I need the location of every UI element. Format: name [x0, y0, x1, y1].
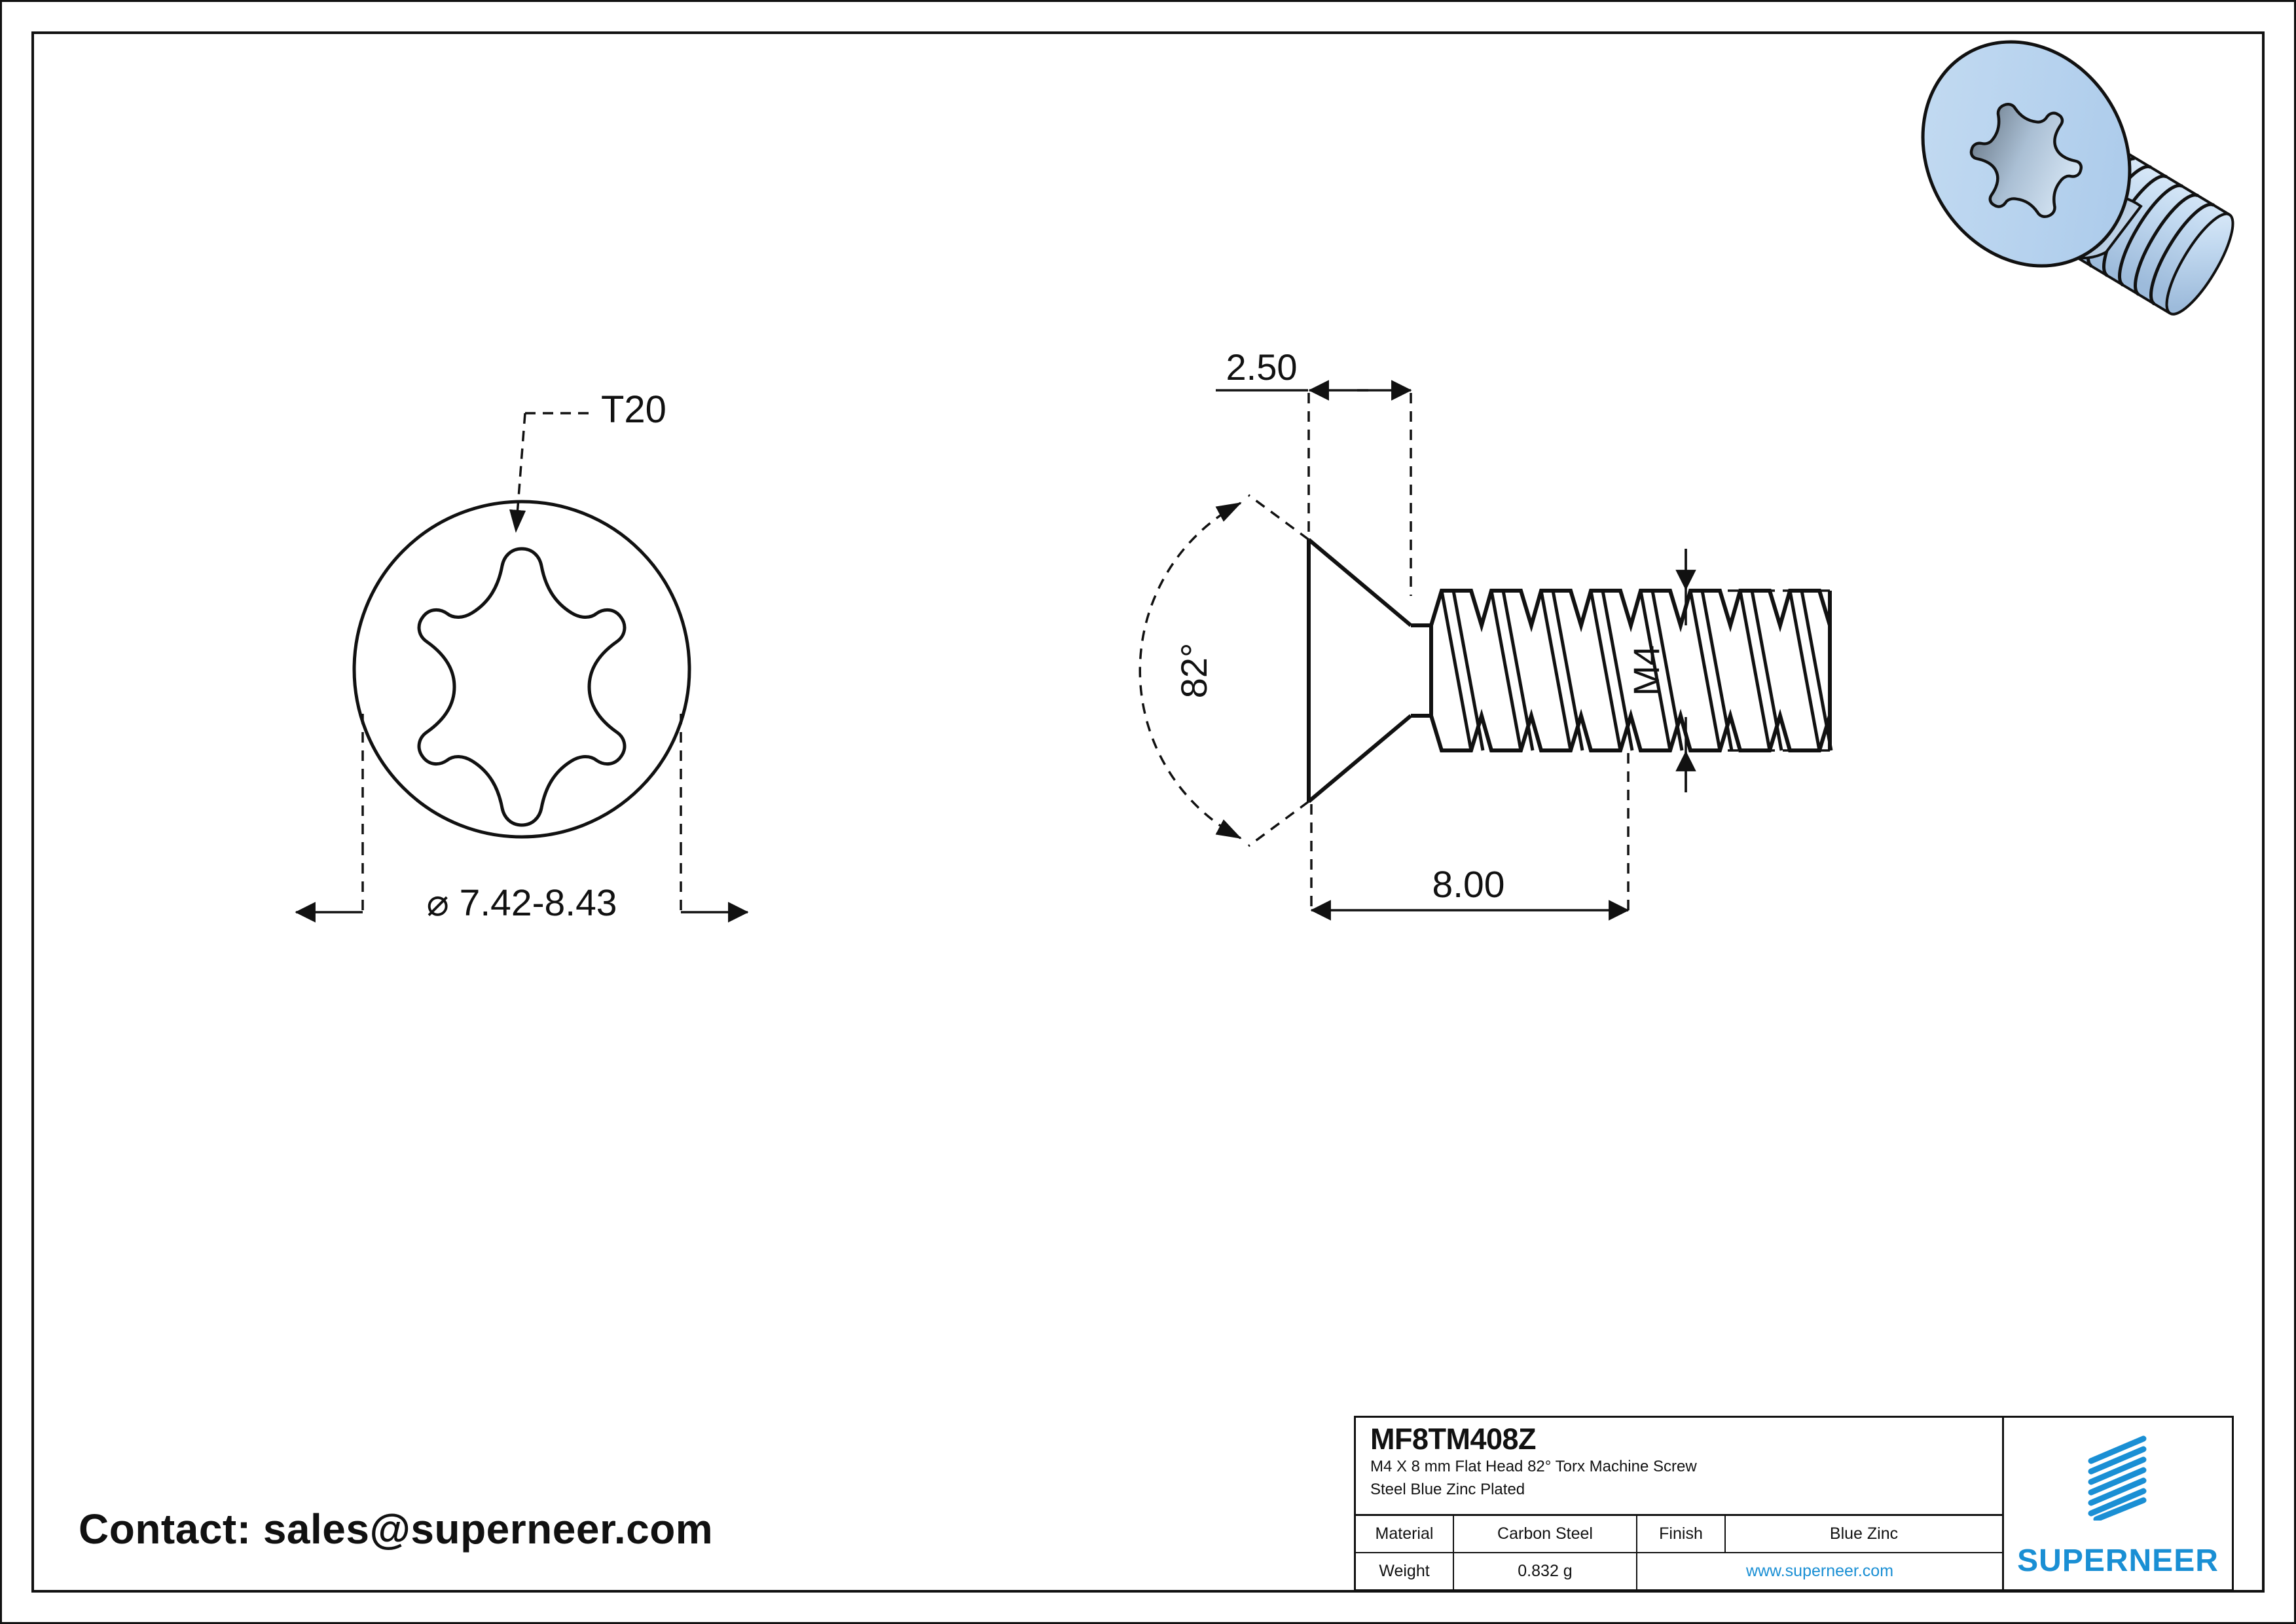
material-finish-row: Material Carbon Steel Finish Blue Zinc: [1356, 1516, 2002, 1553]
contact-email-text: Contact: sales@superneer.com: [79, 1505, 714, 1553]
head-outline-circle: [352, 500, 691, 839]
finish-label-cell: Finish: [1637, 1516, 1726, 1552]
superneer-logo-icon: [2088, 1435, 2147, 1521]
shank-outline: [1411, 623, 1433, 718]
title-block-description-cell: MF8TM408Z M4 X 8 mm Flat Head 82° Torx M…: [1356, 1418, 2002, 1516]
weight-website-row: Weight 0.832 g www.superneer.com: [1356, 1553, 2002, 1589]
weight-value-cell: 0.832 g: [1454, 1553, 1637, 1589]
drawing-frame-border: [31, 31, 2265, 1593]
description-line-2: Steel Blue Zinc Plated: [1370, 1480, 1525, 1498]
diameter-dimension-label: ⌀ 7.42-8.43: [426, 882, 617, 924]
material-label-cell: Material: [1356, 1516, 1454, 1552]
angle-ext-line-upper: [1247, 494, 1310, 541]
iso-screw-render: [1921, 40, 2234, 316]
t20-leader-vertical: [509, 413, 526, 533]
description-line-1: M4 X 8 mm Flat Head 82° Torx Machine Scr…: [1370, 1457, 1697, 1475]
website-link[interactable]: www.superneer.com: [1745, 1562, 1894, 1580]
head-height-dimension-label: 2.50: [1226, 346, 1298, 388]
iso-torx-recess: [1969, 103, 2083, 218]
title-block-logo-column: SUPERNEER: [2004, 1418, 2232, 1589]
angle-dimension-arc: [1139, 502, 1242, 840]
part-number-label: MF8TM408Z: [1370, 1422, 1537, 1456]
torx-recess-outline: [417, 547, 627, 827]
title-block-info-column: MF8TM408Z M4 X 8 mm Flat Head 82° Torx M…: [1356, 1418, 2004, 1589]
top-view-group: T20 ⌀ 7.42-8.43: [295, 388, 749, 924]
screw-head-profile: [1307, 538, 1412, 803]
side-view-group: 2.50: [1139, 346, 1833, 921]
thread-size-label: M4: [1626, 645, 1667, 696]
thread-flank-lines: [1440, 590, 1833, 751]
title-block: MF8TM408Z M4 X 8 mm Flat Head 82° Torx M…: [1354, 1416, 2234, 1591]
weight-label-cell: Weight: [1356, 1553, 1454, 1589]
finish-value-cell: Blue Zinc: [1829, 1524, 1899, 1543]
angle-ext-line-lower: [1247, 800, 1310, 847]
superneer-wordmark: SUPERNEER: [2017, 1543, 2219, 1578]
length-dimension-label: 8.00: [1432, 864, 1505, 906]
countersink-angle-label: 82°: [1173, 643, 1214, 699]
t20-callout-label: T20: [601, 388, 666, 431]
material-value-cell: Carbon Steel: [1454, 1516, 1637, 1552]
